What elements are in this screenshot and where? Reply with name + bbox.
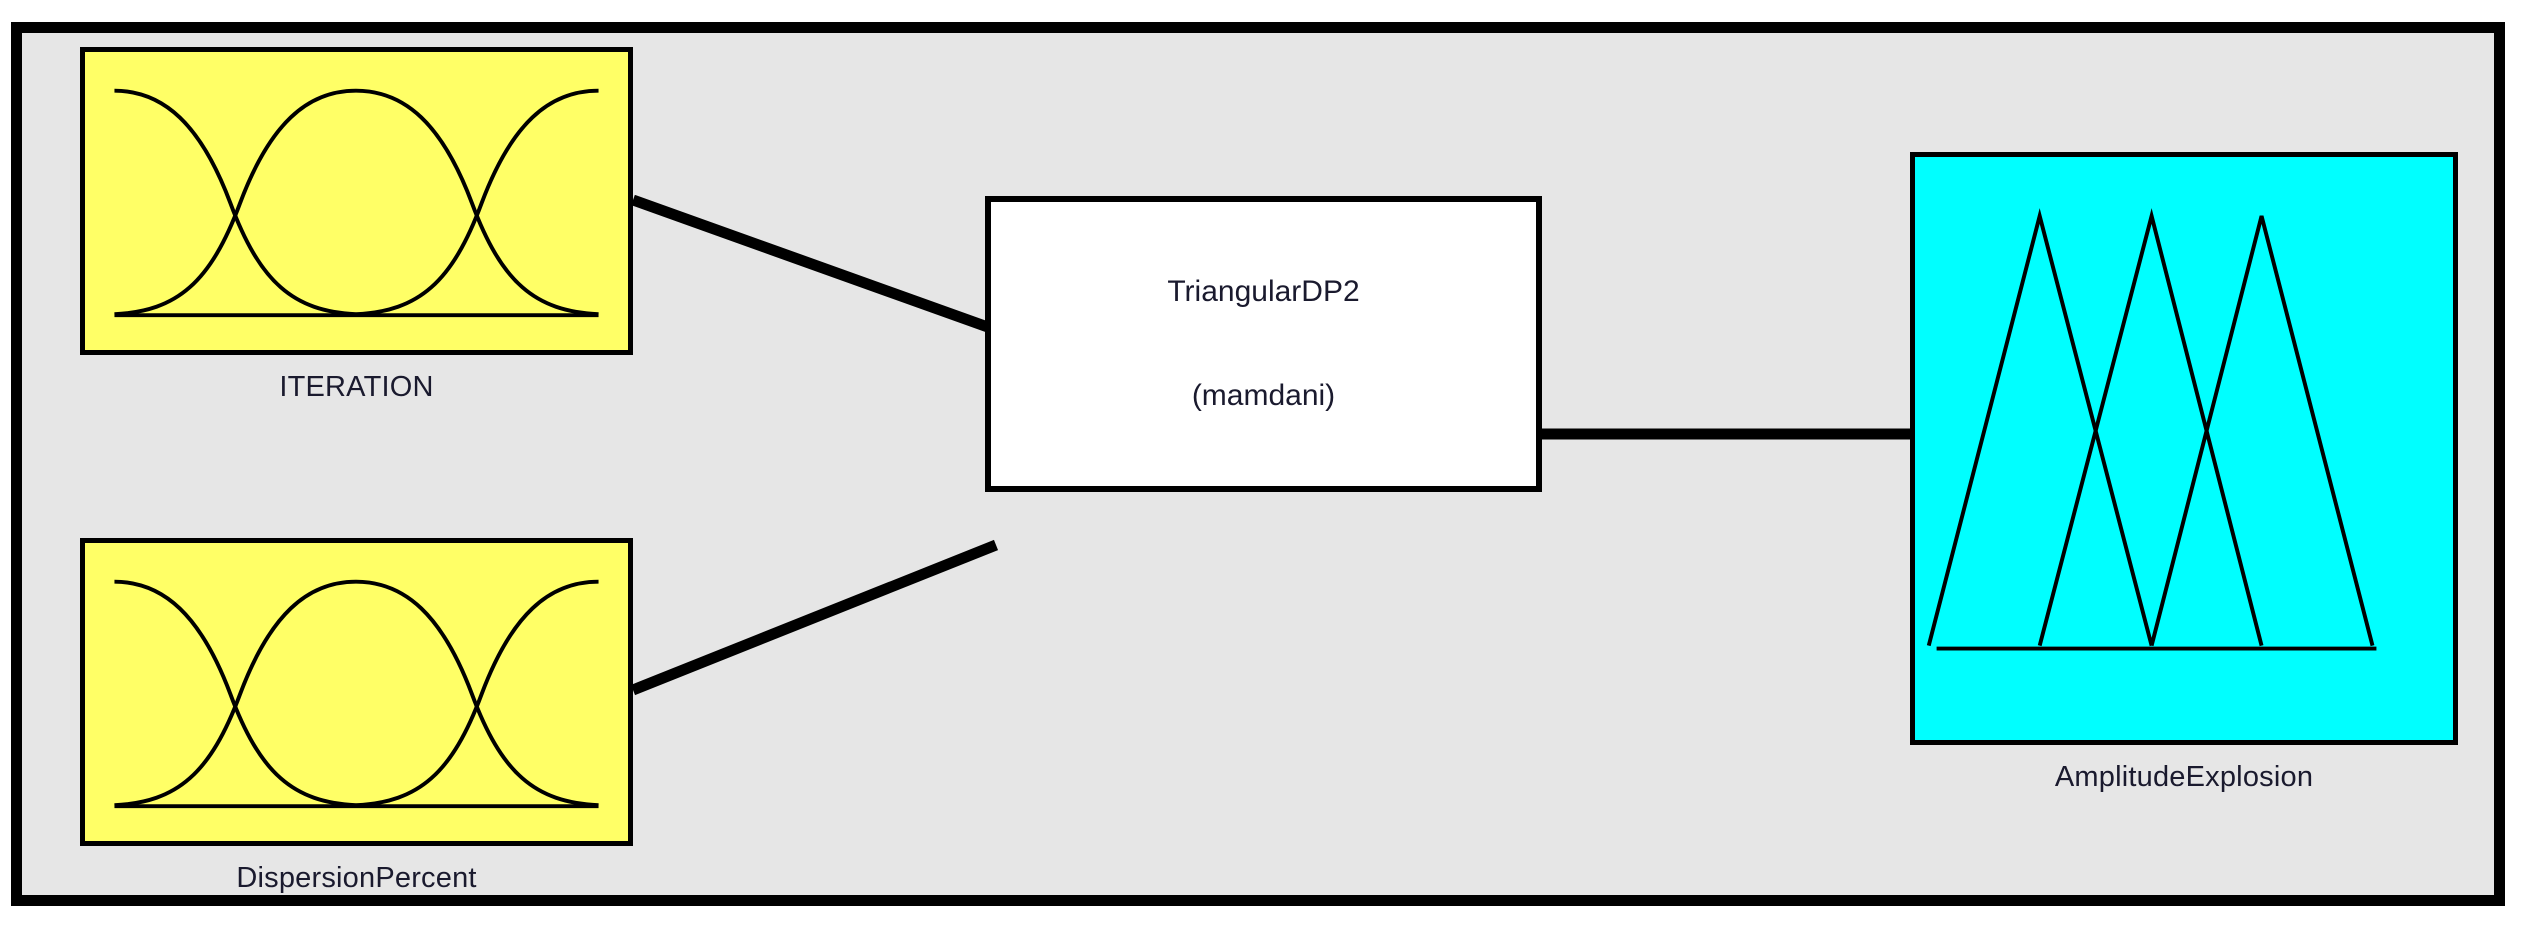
iteration-mf-plot [114, 88, 599, 318]
dispersion-percent-mf-plot [114, 579, 599, 809]
input-box-iteration[interactable] [80, 47, 633, 355]
input-box-dispersion-percent[interactable] [80, 538, 633, 846]
inference-engine-name: TriangularDP2 [1167, 275, 1360, 308]
inference-engine-type: (mamdani) [1191, 379, 1336, 412]
input-label-dispersion-percent: DispersionPercent [236, 862, 477, 894]
inference-engine-box[interactable]: TriangularDP2 (mamdani) [985, 196, 1542, 492]
input-label-iteration: ITERATION [279, 371, 434, 403]
amplitude-explosion-mf-plot [1926, 208, 2377, 651]
output-label-amplitude-explosion: AmplitudeExplosion [2054, 761, 2314, 793]
output-box-amplitude-explosion[interactable] [1910, 152, 2458, 745]
